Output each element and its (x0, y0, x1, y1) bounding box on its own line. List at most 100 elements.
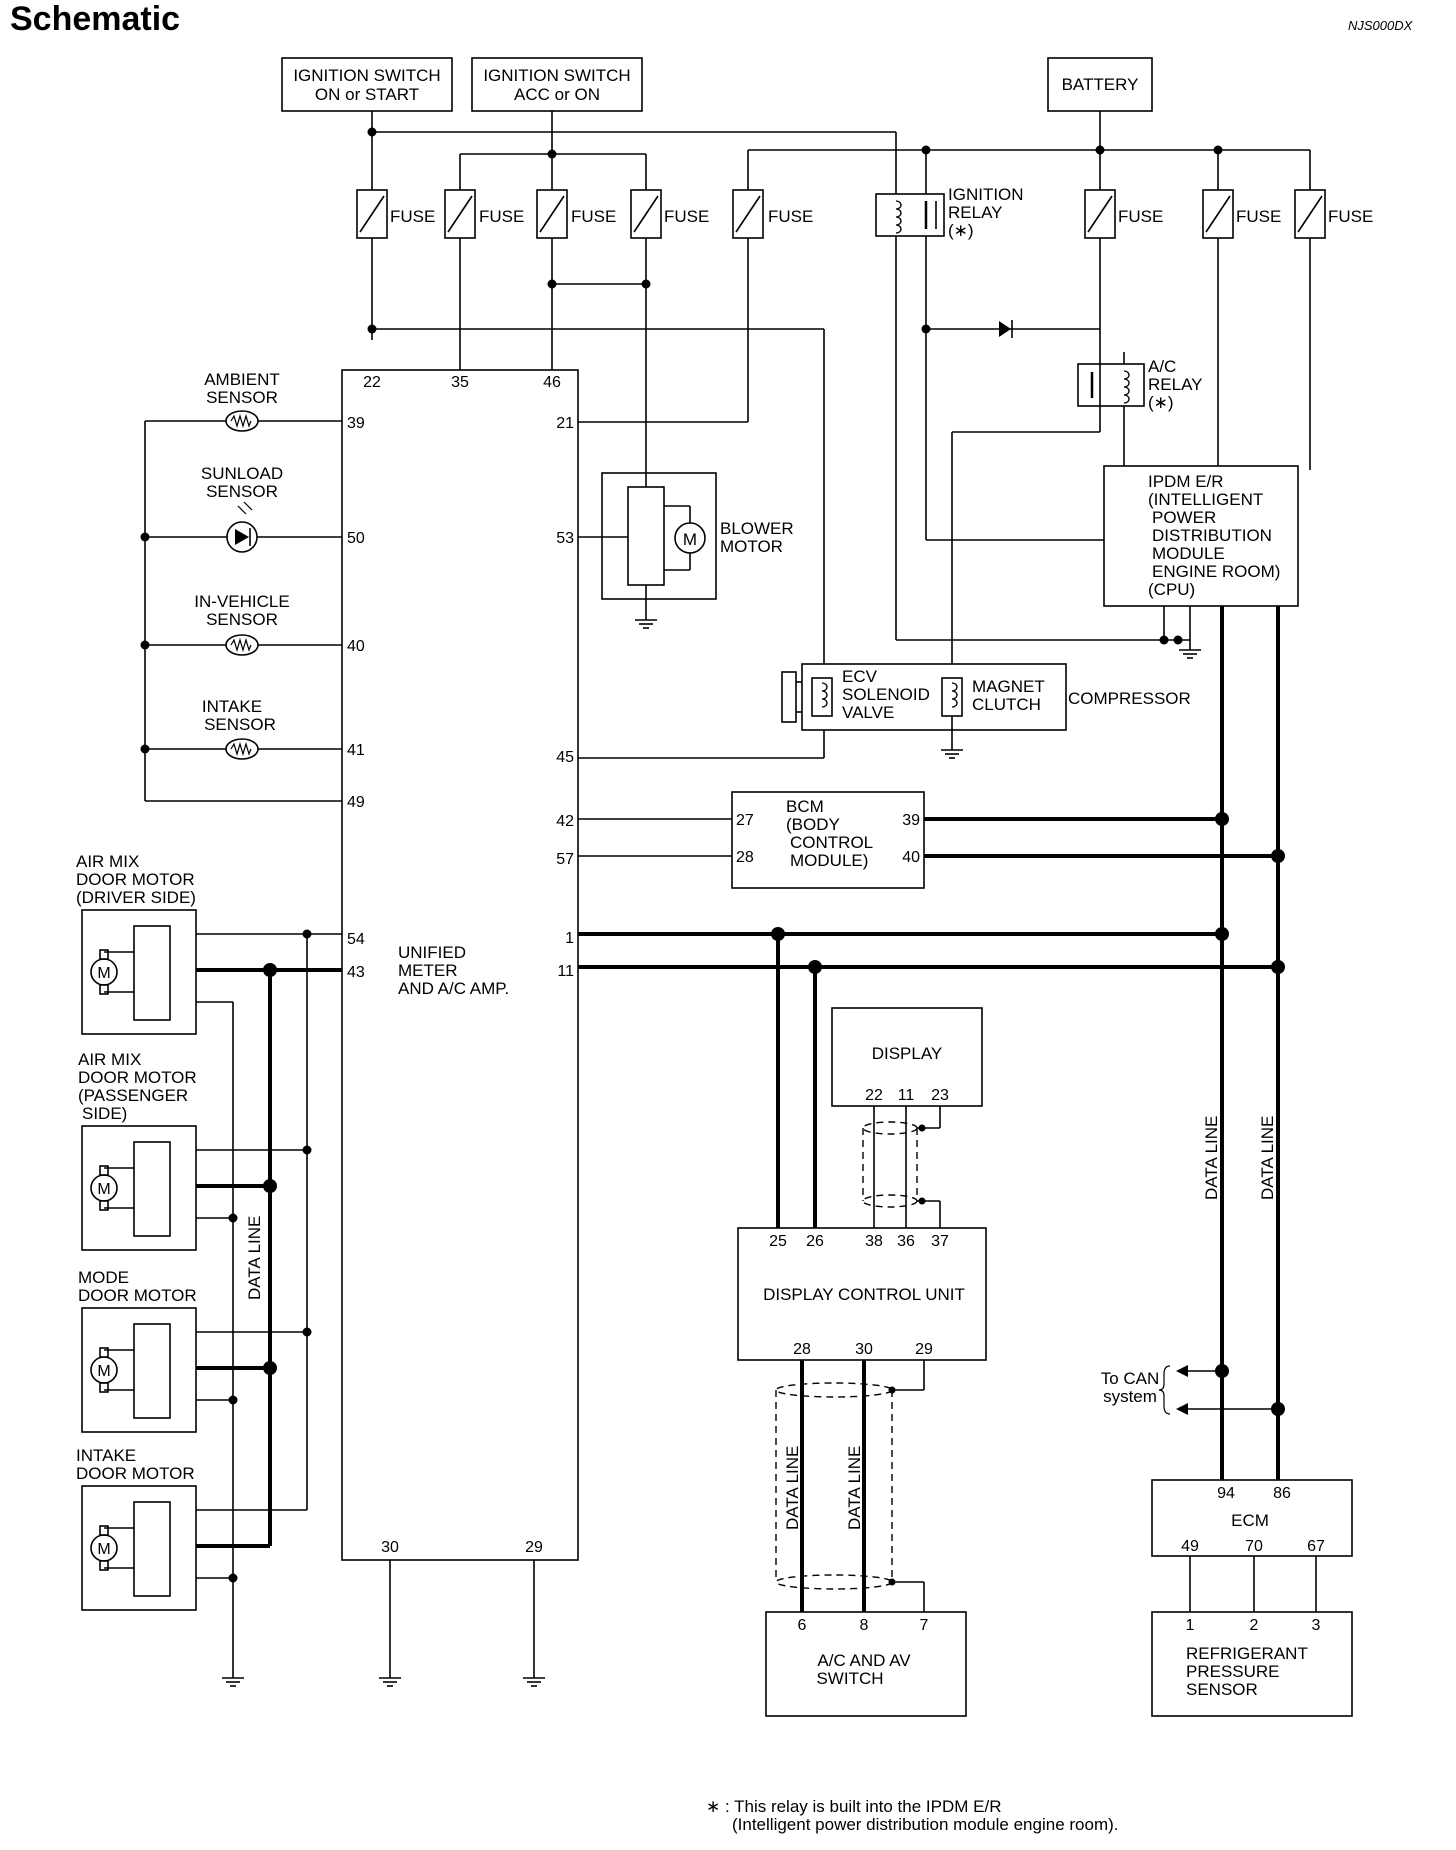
data-line-label-5: DATA LINE (245, 1216, 264, 1300)
sunload-sensor: SUNLOAD SENSOR (201, 464, 283, 553)
bcm: BCM (BODY CONTROL MODULE) 27 28 39 40 (731, 791, 925, 889)
svg-text:67: 67 (1307, 1538, 1325, 1555)
ac-av-switch: 6 8 7 A/C AND AV SWITCH (765, 1611, 967, 1717)
svg-text:(∗): (∗) (1148, 393, 1174, 412)
fuse-8: FUSE (1294, 189, 1373, 239)
svg-text:REFRIGERANT: REFRIGERANT (1186, 1644, 1308, 1663)
svg-text:BLOWER: BLOWER (720, 519, 794, 538)
svg-text:49: 49 (1181, 1538, 1199, 1555)
svg-text:IGNITION SWITCH: IGNITION SWITCH (293, 66, 440, 85)
svg-text:35: 35 (451, 374, 469, 391)
svg-text:MAGNET: MAGNET (972, 677, 1045, 696)
svg-text:49: 49 (347, 794, 365, 811)
svg-text:METER: METER (398, 961, 458, 980)
display: DISPLAY 22 11 23 (831, 1007, 983, 1107)
svg-text:VALVE: VALVE (842, 703, 894, 722)
svg-text:RELAY: RELAY (1148, 375, 1203, 394)
ecm: ECM 94 86 49 70 67 (1151, 1479, 1353, 1557)
svg-text:25: 25 (769, 1233, 787, 1250)
svg-text:(BODY: (BODY (786, 815, 840, 834)
svg-text:(DRIVER SIDE): (DRIVER SIDE) (76, 888, 196, 907)
svg-text:8: 8 (860, 1617, 869, 1634)
svg-text:To CAN: To CAN (1101, 1369, 1160, 1388)
air-mix-door-motor-passenger: AIR MIX DOOR MOTOR (PASSENGER SIDE) M (78, 1050, 197, 1251)
svg-text:FUSE: FUSE (390, 207, 435, 226)
svg-text:43: 43 (347, 964, 365, 981)
svg-text:∗ : This relay is built into t: ∗ : This relay is built into the IPDM E/… (706, 1797, 1001, 1816)
svg-text:MODE: MODE (78, 1268, 129, 1287)
svg-text:MOTOR: MOTOR (720, 537, 783, 556)
svg-text:41: 41 (347, 742, 365, 759)
fuse-7: FUSE (1202, 189, 1281, 239)
svg-text:system: system (1103, 1387, 1157, 1406)
air-mix-door-motor-driver: AIR MIX DOOR MOTOR (DRIVER SIDE) M (76, 852, 197, 1035)
svg-text:94: 94 (1217, 1485, 1235, 1502)
svg-text:3: 3 (1312, 1617, 1321, 1634)
fuse-5: FUSE (732, 189, 813, 239)
svg-text:SENSOR: SENSOR (204, 715, 276, 734)
svg-text:DISPLAY CONTROL UNIT: DISPLAY CONTROL UNIT (763, 1285, 965, 1304)
svg-text:AMBIENT: AMBIENT (204, 370, 280, 389)
svg-text:FUSE: FUSE (571, 207, 616, 226)
fuse-4: FUSE (630, 189, 709, 239)
fuse-6: FUSE (1084, 189, 1163, 239)
svg-text:M: M (97, 965, 110, 982)
svg-text:ECM: ECM (1231, 1511, 1269, 1530)
svg-text:DISTRIBUTION: DISTRIBUTION (1152, 526, 1272, 545)
svg-text:M: M (683, 530, 697, 549)
ipdm-er: IPDM E/R (INTELLIGENT POWER DISTRIBUTION… (1103, 465, 1299, 607)
blower-motor: M BLOWER MOTOR (601, 472, 794, 620)
svg-text:COMPRESSOR: COMPRESSOR (1068, 689, 1191, 708)
svg-text:40: 40 (347, 638, 365, 655)
svg-text:DOOR MOTOR: DOOR MOTOR (76, 870, 195, 889)
fuse-2: FUSE (444, 189, 524, 239)
svg-text:SOLENOID: SOLENOID (842, 685, 930, 704)
refrigerant-pressure-sensor: 1 2 3 REFRIGERANT PRESSURE SENSOR (1151, 1611, 1353, 1717)
svg-text:(INTELLIGENT: (INTELLIGENT (1148, 490, 1263, 509)
svg-text:AND A/C AMP.: AND A/C AMP. (398, 979, 509, 998)
in-vehicle-sensor: IN-VEHICLE SENSOR (194, 592, 290, 656)
svg-text:IGNITION: IGNITION (948, 185, 1024, 204)
document-code: NJS000DX (1348, 18, 1414, 33)
svg-text:UNIFIED: UNIFIED (398, 943, 466, 962)
compressor: ECV SOLENOID VALVE MAGNET CLUTCH COMPRES… (781, 663, 1191, 750)
svg-text:46: 46 (543, 374, 561, 391)
svg-text:11: 11 (898, 1087, 915, 1104)
svg-text:FUSE: FUSE (664, 207, 709, 226)
svg-text:IGNITION SWITCH: IGNITION SWITCH (483, 66, 630, 85)
battery: BATTERY (1047, 57, 1153, 112)
svg-text:11: 11 (557, 963, 574, 980)
svg-text:FUSE: FUSE (768, 207, 813, 226)
svg-text:(∗): (∗) (948, 221, 974, 240)
display-control-unit: DISPLAY CONTROL UNIT 25 26 38 36 37 28 3… (737, 1227, 987, 1361)
svg-text:FUSE: FUSE (1236, 207, 1281, 226)
svg-text:50: 50 (347, 530, 365, 547)
svg-text:A/C AND AV: A/C AND AV (817, 1651, 911, 1670)
svg-text:A/C: A/C (1148, 357, 1176, 376)
svg-text:ENGINE ROOM): ENGINE ROOM) (1152, 562, 1280, 581)
svg-text:AIR MIX: AIR MIX (78, 1050, 141, 1069)
svg-text:ON or START: ON or START (315, 85, 419, 104)
svg-text:ACC or ON: ACC or ON (514, 85, 600, 104)
svg-text:INTAKE: INTAKE (202, 697, 262, 716)
svg-text:DOOR MOTOR: DOOR MOTOR (78, 1068, 197, 1087)
svg-text:INTAKE: INTAKE (76, 1446, 136, 1465)
svg-text:DISPLAY: DISPLAY (872, 1044, 943, 1063)
svg-text:(CPU): (CPU) (1148, 580, 1195, 599)
svg-text:1: 1 (1186, 1617, 1195, 1634)
svg-text:26: 26 (806, 1233, 824, 1250)
to-can-system: To CAN system (1101, 1365, 1278, 1415)
svg-text:(Intelligent power distributio: (Intelligent power distribution module e… (732, 1815, 1118, 1834)
svg-text:22: 22 (363, 374, 381, 391)
svg-text:6: 6 (798, 1617, 807, 1634)
ac-relay: A/C RELAY (∗) (951, 352, 1203, 682)
svg-text:SENSOR: SENSOR (206, 610, 278, 629)
svg-text:SIDE): SIDE) (82, 1104, 127, 1123)
svg-text:23: 23 (931, 1087, 949, 1104)
svg-text:30: 30 (855, 1341, 873, 1358)
unified-meter-ac-amp: UNIFIED METER AND A/C AMP. 22 35 46 39 5… (341, 369, 579, 1561)
svg-text:28: 28 (736, 849, 754, 866)
svg-text:MODULE): MODULE) (790, 851, 868, 870)
svg-text:40: 40 (902, 849, 920, 866)
